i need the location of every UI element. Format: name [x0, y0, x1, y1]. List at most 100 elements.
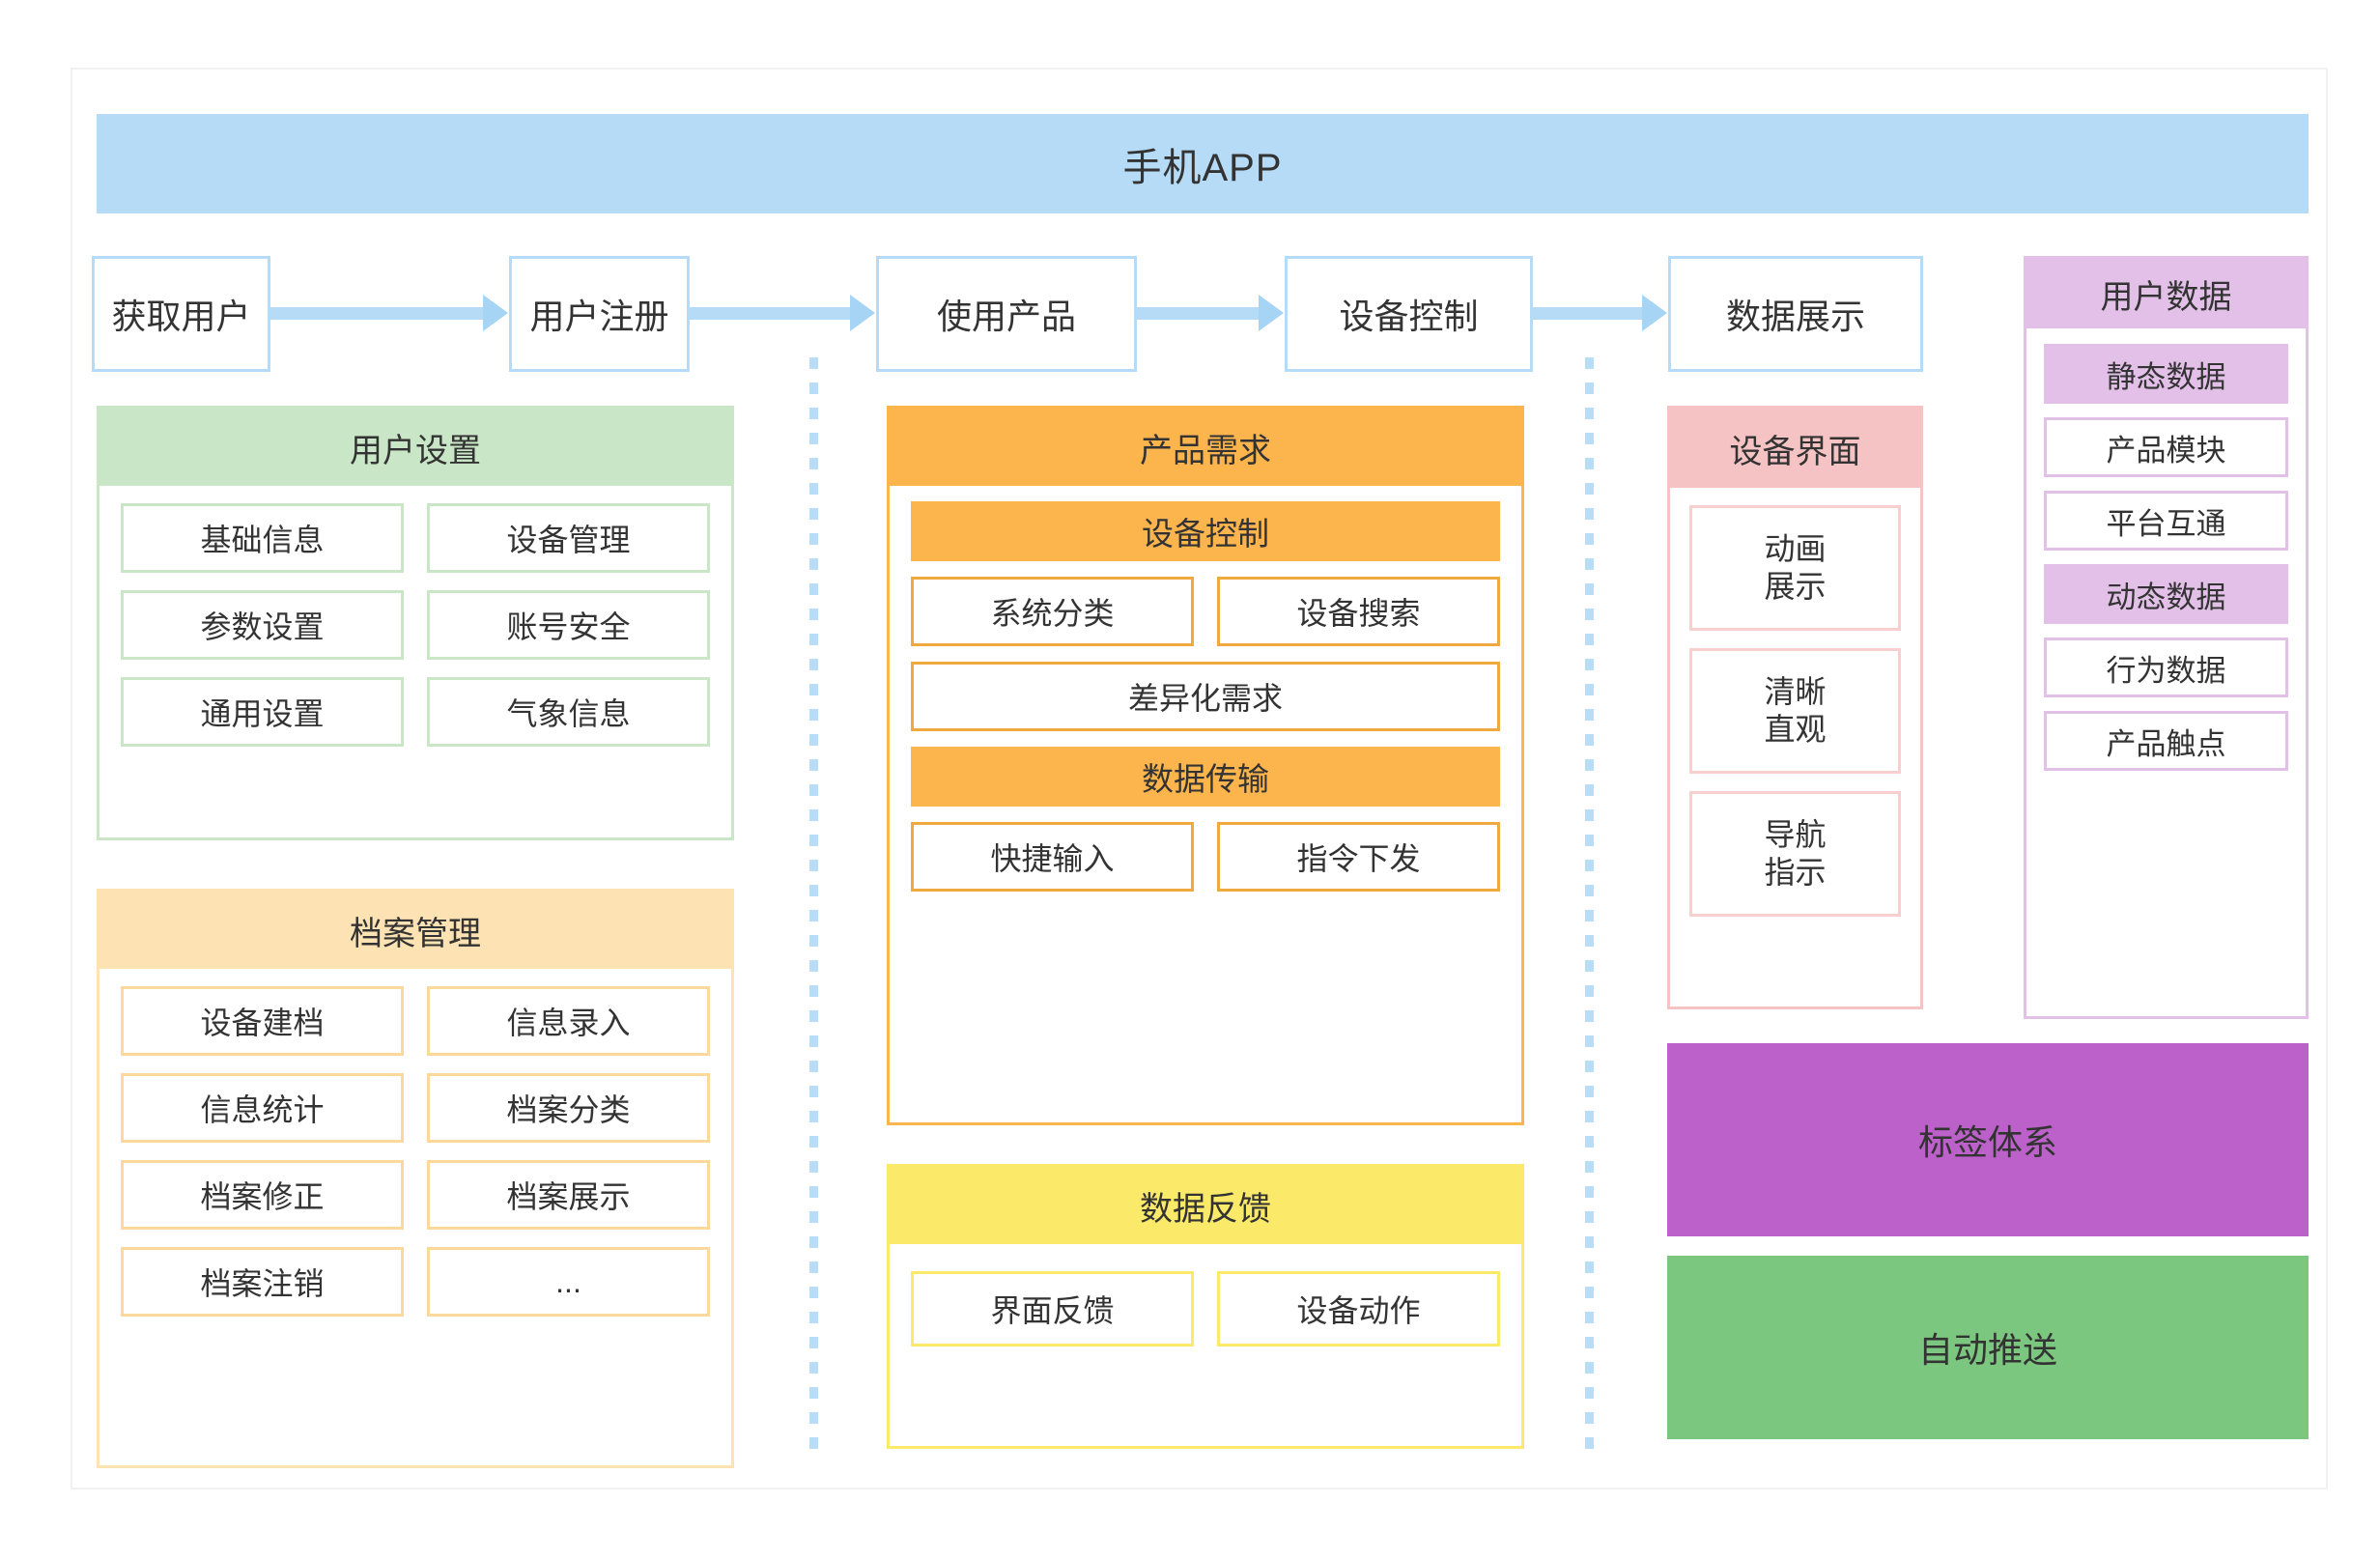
archive-item-label: 设备建档 [200, 1006, 325, 1040]
user-settings-item-label: 账号安全 [506, 609, 631, 644]
archive-item-label: ... [555, 1263, 581, 1299]
card-archive-management-body: 设备建档 信息录入 信息统计 档案分类 档案修正 档案展示 档案注销 ... [99, 969, 731, 1334]
device-interface-item-line1: 清晰 [1764, 673, 1827, 709]
product-item[interactable]: 设备搜索 [1217, 577, 1500, 646]
user-settings-item-label: 设备管理 [506, 523, 631, 557]
user-settings-item[interactable]: 基础信息 [121, 503, 404, 573]
archive-item[interactable]: 档案分类 [427, 1073, 710, 1143]
device-interface-item-line1: 动画 [1764, 530, 1827, 566]
flow-arrow-2-3-icon [690, 295, 875, 331]
archive-item[interactable]: 档案修正 [121, 1160, 404, 1230]
card-user-data: 用户数据 静态数据 产品模块 平台互通 动态数据 行为数据 产品触点 [2024, 256, 2309, 1019]
device-interface-item-line2: 指示 [1764, 855, 1827, 890]
user-settings-item[interactable]: 气象信息 [427, 677, 710, 747]
user-data-item-label: 平台互通 [2106, 506, 2226, 541]
card-data-feedback-title: 数据反馈 [1140, 1190, 1271, 1228]
archive-item[interactable]: 信息统计 [121, 1073, 404, 1143]
block-auto-push[interactable]: 自动推送 [1667, 1256, 2309, 1439]
flow-step-1-label: 获取用户 [111, 297, 251, 336]
card-user-data-header: 用户数据 [2026, 259, 2306, 328]
flow-step-4-label: 设备控制 [1339, 297, 1479, 336]
product-item[interactable]: 系统分类 [911, 577, 1194, 646]
user-settings-item-label: 气象信息 [506, 696, 631, 731]
archive-item-label: 档案展示 [506, 1179, 631, 1214]
flow-step-1[interactable]: 获取用户 [92, 256, 270, 372]
app-banner-label: 手机APP [1122, 146, 1283, 189]
flow-arrow-1-2-icon [270, 295, 508, 331]
archive-item-label: 档案注销 [200, 1266, 325, 1301]
archive-item[interactable]: 设备建档 [121, 986, 404, 1056]
user-data-item-label: 行为数据 [2106, 653, 2226, 688]
feedback-item[interactable]: 界面反馈 [911, 1271, 1194, 1346]
card-user-data-body: 静态数据 产品模块 平台互通 动态数据 行为数据 产品触点 [2026, 328, 2306, 786]
product-item[interactable]: 快捷输入 [911, 822, 1194, 892]
card-device-interface-header: 设备界面 [1670, 409, 1920, 488]
archive-item-more[interactable]: ... [427, 1247, 710, 1317]
card-archive-management-header: 档案管理 [99, 892, 731, 969]
card-device-interface-title: 设备界面 [1729, 433, 1861, 470]
column-divider-right [1585, 357, 1594, 1459]
device-interface-item[interactable]: 清晰 直观 [1689, 648, 1901, 774]
user-settings-item[interactable]: 通用设置 [121, 677, 404, 747]
product-group-band-device-control: 设备控制 [911, 501, 1500, 561]
user-data-item-label: 产品触点 [2106, 726, 2226, 761]
card-data-feedback-body: 界面反馈 设备动作 [890, 1244, 1521, 1374]
user-data-group-dynamic: 动态数据 [2044, 564, 2288, 624]
card-user-settings-title: 用户设置 [350, 432, 481, 469]
user-data-item[interactable]: 平台互通 [2044, 491, 2288, 551]
feedback-item[interactable]: 设备动作 [1217, 1271, 1500, 1346]
archive-item-label: 信息统计 [200, 1092, 325, 1127]
archive-item[interactable]: 档案注销 [121, 1247, 404, 1317]
block-tag-system[interactable]: 标签体系 [1667, 1043, 2309, 1236]
user-data-item[interactable]: 行为数据 [2044, 638, 2288, 697]
device-interface-item-line2: 直观 [1764, 712, 1827, 747]
flow-step-5[interactable]: 数据展示 [1668, 256, 1923, 372]
card-user-settings: 用户设置 基础信息 设备管理 参数设置 账号安全 通用设置 气象信息 [97, 406, 734, 840]
card-device-interface: 设备界面 动画 展示 清晰 直观 导航 指示 [1667, 406, 1923, 1009]
user-settings-item[interactable]: 设备管理 [427, 503, 710, 573]
product-item-label: 差异化需求 [1127, 681, 1283, 716]
flow-step-2-label: 用户注册 [529, 297, 669, 336]
product-group-band-label: 设备控制 [1142, 516, 1269, 552]
flow-arrow-3-4-icon [1137, 295, 1284, 331]
product-item-label: 设备搜索 [1296, 596, 1421, 631]
product-item-wide[interactable]: 差异化需求 [911, 662, 1500, 731]
flow-arrow-4-5-icon [1533, 295, 1667, 331]
card-product-requirements: 产品需求 设备控制 系统分类 设备搜索 差异化需求 数据传输 快捷输入 指令下发 [887, 406, 1524, 1125]
flow-step-4[interactable]: 设备控制 [1285, 256, 1533, 372]
user-settings-item-label: 参数设置 [200, 609, 325, 644]
product-item-label: 系统分类 [990, 596, 1115, 631]
device-interface-item-line1: 导航 [1764, 816, 1827, 852]
device-interface-item-line2: 展示 [1764, 569, 1827, 604]
user-data-group-label: 静态数据 [2106, 359, 2226, 394]
flow-step-5-label: 数据展示 [1725, 297, 1865, 336]
flow-step-3-label: 使用产品 [936, 297, 1076, 336]
card-user-data-title: 用户数据 [2100, 278, 2232, 316]
card-data-feedback-header: 数据反馈 [890, 1167, 1521, 1244]
user-settings-item-label: 基础信息 [200, 523, 325, 557]
card-data-feedback: 数据反馈 界面反馈 设备动作 [887, 1164, 1524, 1449]
archive-item-label: 信息录入 [506, 1006, 631, 1040]
card-archive-management: 档案管理 设备建档 信息录入 信息统计 档案分类 档案修正 档案展示 档案注销 … [97, 889, 734, 1468]
flow-step-3[interactable]: 使用产品 [876, 256, 1137, 372]
user-data-item[interactable]: 产品触点 [2044, 711, 2288, 771]
device-interface-item[interactable]: 导航 指示 [1689, 791, 1901, 917]
card-product-requirements-title: 产品需求 [1140, 432, 1271, 469]
archive-item-label: 档案分类 [506, 1092, 631, 1127]
user-settings-item[interactable]: 参数设置 [121, 590, 404, 660]
user-data-item[interactable]: 产品模块 [2044, 417, 2288, 477]
device-interface-item[interactable]: 动画 展示 [1689, 505, 1901, 631]
user-data-item-label: 产品模块 [2106, 433, 2226, 468]
product-item-label: 指令下发 [1296, 841, 1421, 876]
user-data-group-static: 静态数据 [2044, 344, 2288, 404]
user-settings-item-label: 通用设置 [200, 696, 325, 731]
product-item[interactable]: 指令下发 [1217, 822, 1500, 892]
product-group-band-data-transfer: 数据传输 [911, 747, 1500, 807]
flow-step-2[interactable]: 用户注册 [509, 256, 690, 372]
archive-item[interactable]: 档案展示 [427, 1160, 710, 1230]
user-settings-item[interactable]: 账号安全 [427, 590, 710, 660]
card-product-requirements-header: 产品需求 [890, 409, 1521, 486]
archive-item-label: 档案修正 [200, 1179, 325, 1214]
archive-item[interactable]: 信息录入 [427, 986, 710, 1056]
